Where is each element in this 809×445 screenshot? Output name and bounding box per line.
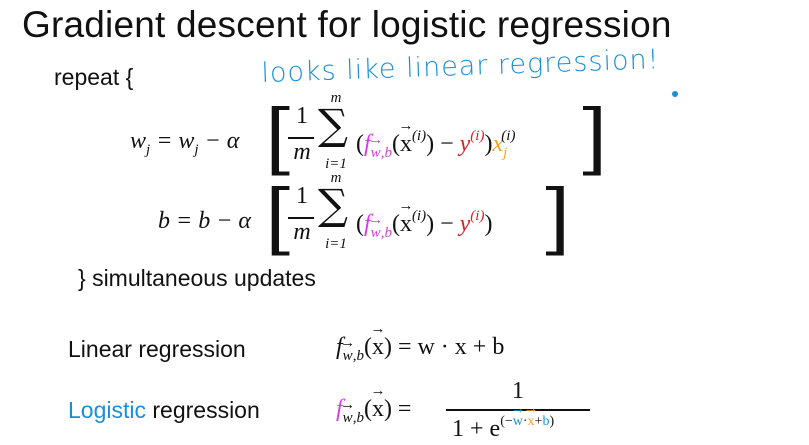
w-symbol: w xyxy=(130,128,147,154)
page-title: Gradient descent for logistic regression xyxy=(22,4,672,45)
w-frac-line xyxy=(288,137,314,139)
annotation-dot xyxy=(672,91,678,97)
handwritten-annotation: looks like linear regression! xyxy=(260,44,660,89)
b-sum-body: (fw,b(x(i)) − y(i)) xyxy=(356,208,492,242)
b-rhs: = b − α xyxy=(176,208,251,234)
linear-regression-label: Linear regression xyxy=(68,336,246,362)
logistic-denominator: 1 + e(−w·x+b) xyxy=(452,414,554,443)
b-sum-top: m xyxy=(330,170,342,186)
b-frac-num: 1 xyxy=(296,183,308,209)
linear-formula: fw,b(x) = w · x + b xyxy=(336,334,504,365)
w-update-lhs: wj = wj − α xyxy=(130,128,239,159)
w-sum-top: m xyxy=(330,90,342,106)
w-rhs-sub-j: j xyxy=(194,142,199,158)
w-frac-num: 1 xyxy=(296,103,308,129)
b-sum-bottom: i=1 xyxy=(325,236,347,252)
xj-sup: (i) xyxy=(501,128,516,144)
logistic-word: Logistic xyxy=(68,397,146,423)
w-sum-bottom: i=1 xyxy=(325,156,347,172)
b-left-bracket: [ xyxy=(265,174,296,264)
w-rhs-start: = w xyxy=(156,128,195,154)
logistic-numerator: 1 xyxy=(512,378,524,404)
w-left-bracket: [ xyxy=(265,94,296,184)
w-frac-den: m xyxy=(293,139,311,165)
w-sum-body: (fw,b(x(i)) − y(i))xj(i) xyxy=(356,128,515,162)
w-sub-j: j xyxy=(146,142,151,158)
w-right-bracket: ] xyxy=(577,94,608,184)
logistic-regression-label: Logistic regression xyxy=(68,397,260,424)
xj-symbol: x xyxy=(492,131,504,157)
xj-sub: j xyxy=(503,145,508,161)
x-sup: (i) xyxy=(411,128,427,144)
w-sum-symbol: ∑ xyxy=(318,100,348,149)
y-sup: (i) xyxy=(470,128,485,144)
logistic-lhs: fw,b(x) = xyxy=(336,396,411,427)
regression-word: regression xyxy=(145,397,260,423)
b-frac-line xyxy=(288,217,314,219)
closing-label: } simultaneous updates xyxy=(78,265,316,291)
logistic-den-text: 1 + e xyxy=(452,416,501,442)
linear-formula-rhs: = w · x + b xyxy=(397,334,505,360)
minus-alpha: − α xyxy=(204,128,240,154)
b-right-bracket: ] xyxy=(540,174,571,264)
b-frac-den: m xyxy=(293,219,311,245)
b-sum-symbol: ∑ xyxy=(318,180,348,229)
repeat-label: repeat { xyxy=(54,64,134,90)
y-symbol: y xyxy=(459,131,471,157)
b-symbol: b xyxy=(158,208,170,234)
b-update-lhs: b = b − α xyxy=(158,208,251,235)
